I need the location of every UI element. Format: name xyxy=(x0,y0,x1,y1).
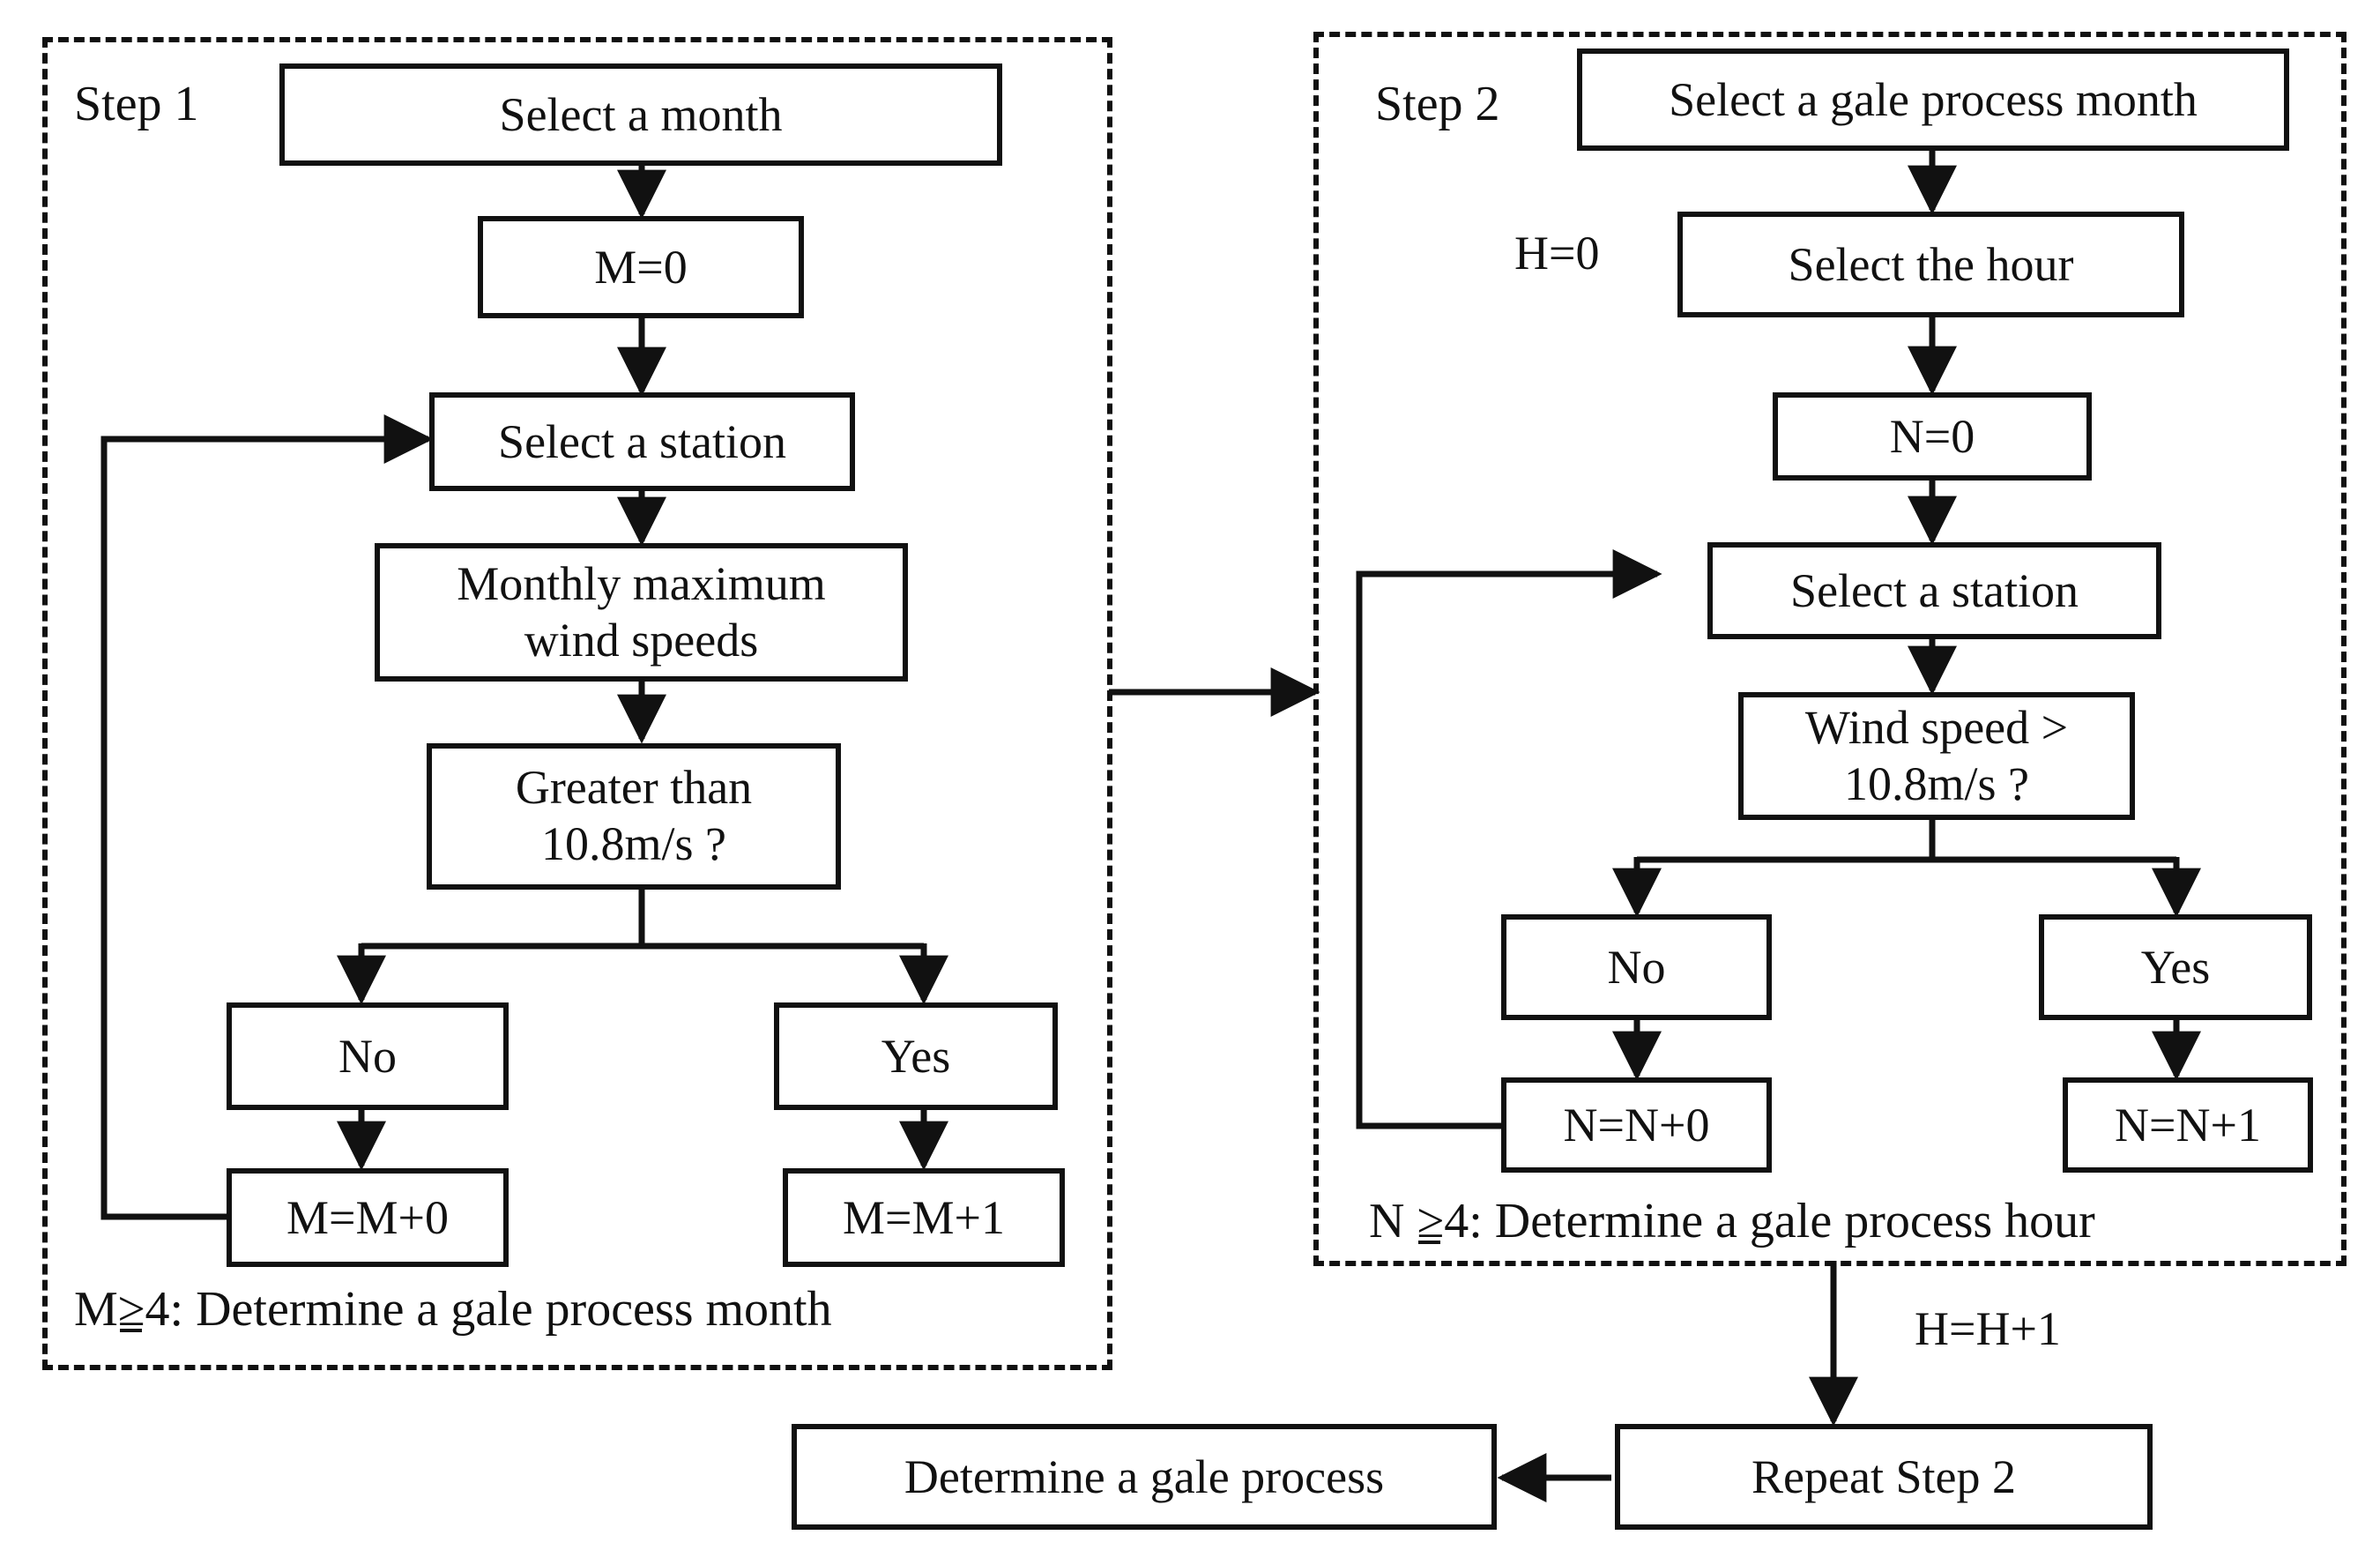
node-select-the-hour[interactable]: Select the hour xyxy=(1677,212,2184,317)
wind-speed-decision-line1: Wind speed > xyxy=(1804,700,2069,754)
step1-label: Step 1 xyxy=(74,77,199,131)
step1-caption-prefix: M xyxy=(74,1282,118,1337)
step2-label: Step 2 xyxy=(1375,77,1500,131)
step2-group-box xyxy=(1313,32,2347,1266)
node-select-month[interactable]: Select a month xyxy=(279,63,1002,166)
node-n-plus-zero[interactable]: N=N+0 xyxy=(1501,1077,1772,1173)
node-select-gale-process-month[interactable]: Select a gale process month xyxy=(1577,48,2289,151)
wind-speed-decision-line2: 10.8m/s ? xyxy=(1844,756,2029,810)
node-m-init[interactable]: M=0 xyxy=(478,216,804,318)
decision-line1: Greater than xyxy=(515,761,753,815)
node-decision-greater-than-step1[interactable]: Greater than 10.8m/s ? xyxy=(427,743,841,890)
node-no-step1[interactable]: No xyxy=(227,1002,509,1110)
node-repeat-step-2[interactable]: Repeat Step 2 xyxy=(1615,1424,2153,1530)
node-decision-wind-speed-step2[interactable]: Wind speed > 10.8m/s ? xyxy=(1738,692,2135,820)
node-m-plus-one[interactable]: M=M+1 xyxy=(783,1168,1065,1267)
node-m-plus-zero[interactable]: M=M+0 xyxy=(227,1168,509,1267)
step1-group-box xyxy=(42,37,1112,1370)
node-n-init[interactable]: N=0 xyxy=(1773,392,2092,481)
h-increment-label: H=H+1 xyxy=(1915,1302,2061,1355)
decision-line2: 10.8m/s ? xyxy=(541,817,726,870)
node-no-step2[interactable]: No xyxy=(1501,914,1772,1020)
node-select-station-step1[interactable]: Select a station xyxy=(429,392,855,491)
monthly-max-line1: Monthly maximum xyxy=(457,556,826,610)
node-yes-step1[interactable]: Yes xyxy=(774,1002,1058,1110)
node-select-station-step2[interactable]: Select a station xyxy=(1707,542,2161,639)
node-n-plus-one[interactable]: N=N+1 xyxy=(2063,1077,2313,1173)
step2-caption-ge-symbol: ≥ xyxy=(1417,1194,1445,1248)
step2-caption-prefix: N xyxy=(1369,1194,1417,1248)
node-monthly-max-wind-speeds[interactable]: Monthly maximum wind speeds xyxy=(375,543,908,682)
step2-caption: N ≥4: Determine a gale process hour xyxy=(1369,1194,2095,1249)
monthly-max-line2: wind speeds xyxy=(524,613,759,667)
step1-caption-ge-symbol: ≥ xyxy=(117,1282,145,1337)
select-gale-process-month-label: Select a gale process month xyxy=(1669,72,2198,126)
node-determine-a-gale-process[interactable]: Determine a gale process xyxy=(792,1424,1497,1530)
step1-caption-suffix: 4: Determine a gale process month xyxy=(145,1282,832,1337)
h-init-label: H=0 xyxy=(1514,227,1600,279)
step2-caption-suffix: 4: Determine a gale process hour xyxy=(1444,1194,2095,1248)
node-yes-step2[interactable]: Yes xyxy=(2039,914,2312,1020)
step1-caption: M≥4: Determine a gale process month xyxy=(74,1282,832,1338)
